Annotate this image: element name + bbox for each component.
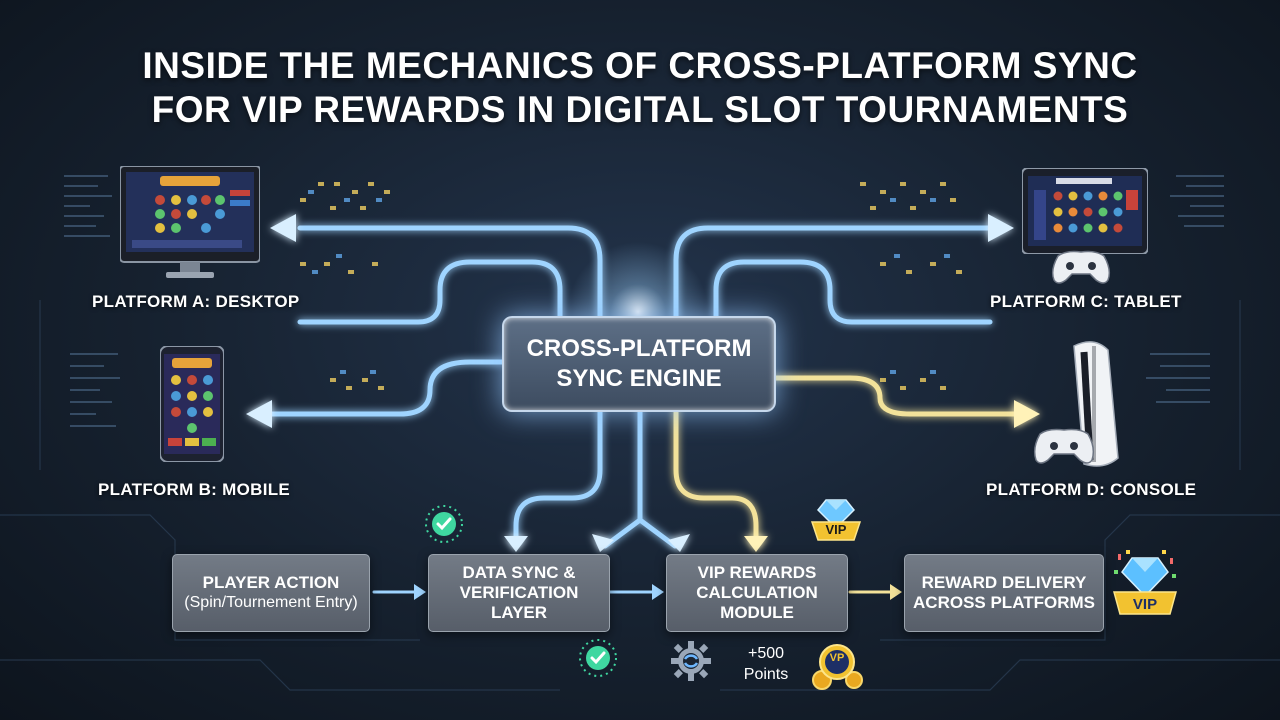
platform-d-label: PLATFORM D: CONSOLE <box>986 480 1197 499</box>
player-action-subtitle: (Spin/Tournement Entry) <box>184 594 358 611</box>
vip-ribbon-label: VIP <box>1132 596 1158 613</box>
console-gamepad-icon <box>1033 428 1095 464</box>
flow-lines-gold <box>673 375 1023 545</box>
data-sync-line-1: DATA SYNC & <box>462 563 576 582</box>
points-value: +500 <box>747 645 785 662</box>
vip-coin-label: VP <box>829 652 845 664</box>
arrow-heads <box>246 214 1014 552</box>
page-title: INSIDE THE MECHANICS OF CROSS-PLATFORM S… <box>0 44 1280 132</box>
link-mobile <box>269 359 505 417</box>
engine-line-1: CROSS-PLATFORM <box>526 335 752 362</box>
code-lines <box>64 175 1224 427</box>
vip-calc-line-1: VIP REWARDS <box>697 563 817 582</box>
platform-a-label: PLATFORM A: DESKTOP <box>92 292 300 311</box>
phone-icon <box>160 346 224 462</box>
vip-calc-line-2: CALCULATION <box>696 583 818 602</box>
vip-calc-line-3: MODULE <box>720 603 794 622</box>
vip-badge-label: VIP <box>825 522 847 537</box>
player-action-box: PLAYER ACTION (Spin/Tournement Entry) <box>172 554 370 632</box>
data-dots-blue <box>308 190 950 374</box>
gear-sync-icon <box>671 641 711 681</box>
data-sync-line-3: LAYER <box>490 603 548 622</box>
diamond-ribbon-icon <box>1113 550 1177 615</box>
delivery-line-1: REWARD DELIVERY <box>921 573 1087 592</box>
player-action-title: PLAYER ACTION <box>202 573 340 592</box>
platform-b-label: PLATFORM B: MOBILE <box>98 480 291 499</box>
link-down-left <box>513 405 603 545</box>
title-line-1: INSIDE THE MECHANICS OF CROSS-PLATFORM S… <box>142 45 1138 86</box>
data-dots <box>300 182 962 390</box>
link-console <box>769 375 1023 417</box>
diamond-vip-icon <box>810 499 862 541</box>
desktop-icon <box>120 166 260 278</box>
check-circle-icon <box>425 505 463 543</box>
link-down-right <box>673 405 759 545</box>
points-label: Points <box>743 666 789 683</box>
engine-line-2: SYNC ENGINE <box>556 365 722 392</box>
title-line-2: FOR VIP REWARDS IN DIGITAL SLOT TOURNAME… <box>151 89 1129 130</box>
platform-c-label: PLATFORM C: TABLET <box>990 292 1182 311</box>
data-sync-box: DATA SYNC & VERIFICATION LAYER <box>428 554 610 632</box>
circuit-background <box>0 300 1280 691</box>
check-circle-icon-2 <box>579 639 617 677</box>
gamepad-icon <box>1051 250 1111 284</box>
data-sync-line-2: VERIFICATION <box>459 583 579 602</box>
link-tablet <box>673 225 993 321</box>
delivery-line-2: ACROSS PLATFORMS <box>913 593 1095 612</box>
tablet-icon <box>1022 168 1148 254</box>
link-tablet-2 <box>713 259 993 325</box>
sync-engine-box: CROSS-PLATFORM SYNC ENGINE <box>502 316 776 412</box>
coin-icon <box>812 644 863 690</box>
vip-calculation-box: VIP REWARDS CALCULATION MODULE <box>666 554 848 632</box>
link-down-mid <box>602 405 678 549</box>
reward-delivery-box: REWARD DELIVERY ACROSS PLATFORMS <box>904 554 1104 632</box>
link-desktop-2 <box>297 259 563 325</box>
points-reward: +500 Points <box>734 643 798 685</box>
